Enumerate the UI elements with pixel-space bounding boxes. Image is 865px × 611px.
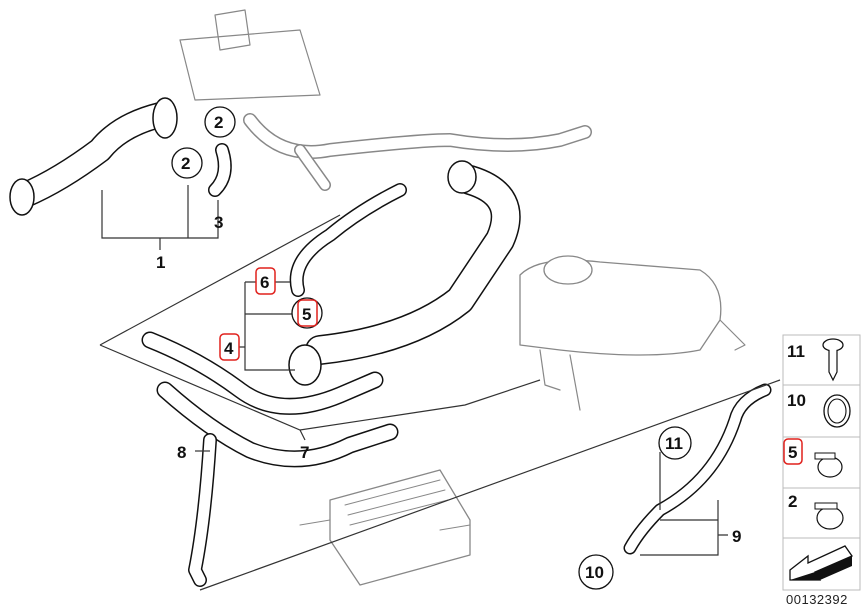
legend-item-10: 10 [787,391,851,428]
svg-text:2: 2 [788,492,797,511]
diagram-code: 00132392 [786,592,848,607]
callout-11: 11 [665,434,683,453]
hose-clamp-icon [814,502,844,530]
background-engine-parts [179,9,746,586]
callout-9: 9 [732,527,741,546]
callout-7: 7 [300,443,309,462]
hose-clamp-icon [814,452,843,478]
seal-ring-icon [823,394,851,428]
svg-text:5: 5 [788,443,797,462]
legend-item-5: 5 [783,438,843,478]
svg-text:10: 10 [787,391,806,410]
hose-part-8 [188,433,217,587]
hose-part-7 [141,331,399,468]
hose-part-4 [288,160,521,386]
svg-text:11: 11 [787,342,805,361]
callout-3: 3 [214,213,223,232]
legend-item-11: 11 [787,338,844,382]
callout-2-top: 2 [214,113,223,132]
callouts: 1 2 2 3 6 5 4 7 8 11 9 10 [156,106,741,590]
callout-2-lower: 2 [181,154,190,173]
callout-6: 6 [260,273,269,292]
legend-item-2: 2 [788,492,844,530]
hose-part-9 [623,383,772,555]
leader-lines [99,185,781,591]
screw-icon [822,338,844,382]
callout-1: 1 [156,253,165,272]
hose-part-1 [9,97,232,216]
callout-10: 10 [585,563,604,582]
callout-4: 4 [224,339,234,358]
direction-arrow-icon [789,545,853,581]
callout-8: 8 [177,443,186,462]
parts-legend: 11 10 5 2 [782,334,861,591]
callout-5: 5 [302,305,311,324]
